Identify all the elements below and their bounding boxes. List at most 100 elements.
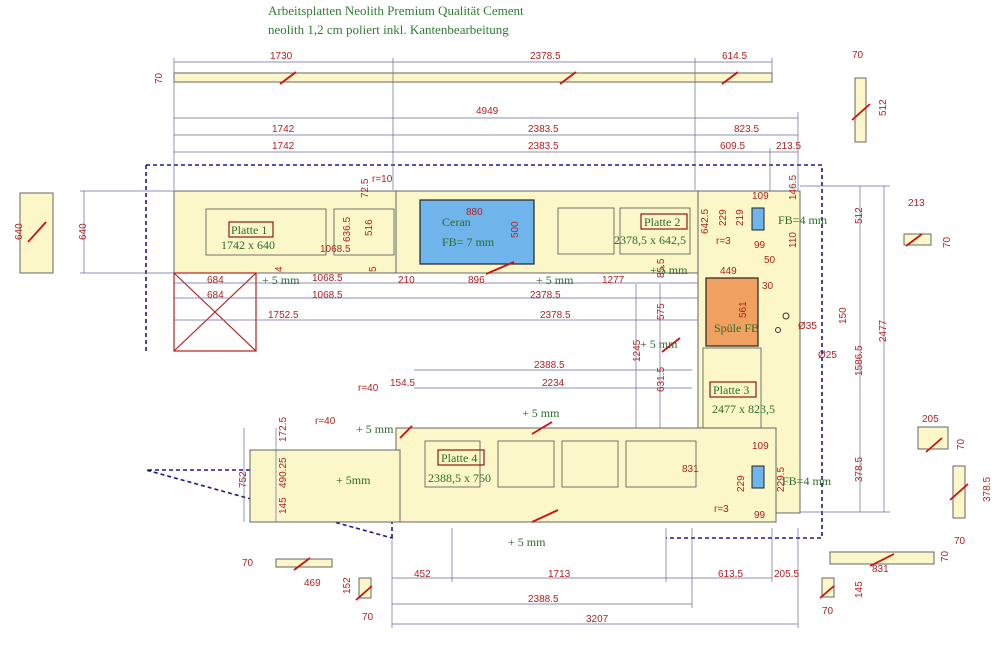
side-piece-145 xyxy=(821,577,835,598)
label-ceran: Ceran xyxy=(442,215,471,229)
label-plus5-d: + 5 mm xyxy=(522,406,560,420)
dim-609: 609.5 xyxy=(720,141,745,152)
dim-2383-a: 2383.5 xyxy=(528,124,559,135)
dim-side-70-h: 70 xyxy=(362,612,374,623)
dim-684-b: 684 xyxy=(207,290,224,301)
dim-500: 500 xyxy=(510,221,521,238)
dim-side-70-g: 70 xyxy=(242,558,254,569)
dim-516: 516 xyxy=(364,219,375,236)
dim-449: 449 xyxy=(720,266,737,277)
dim-2378-top: 2378.5 xyxy=(530,51,561,62)
side-piece-512 xyxy=(854,77,867,143)
dim-110: 110 xyxy=(788,232,799,248)
dim-99-b: 99 xyxy=(754,510,766,521)
dim-229-a: 229 xyxy=(718,209,729,226)
dim-1725: 172.5 xyxy=(278,417,289,442)
dim-150: 150 xyxy=(838,307,849,324)
dim-3785-a: 378.5 xyxy=(854,457,865,482)
dim-6425: 642.5 xyxy=(700,209,711,234)
label-d25: Ø25 xyxy=(818,350,837,361)
dim-210: 210 xyxy=(398,275,415,286)
dim-561: 561 xyxy=(738,301,749,318)
dim-640-b: 640 xyxy=(78,223,89,240)
dim-1277: 1277 xyxy=(602,275,625,286)
dim-896: 896 xyxy=(468,275,485,286)
dim-2383-b: 2383.5 xyxy=(528,141,559,152)
label-r3-bottom: r=3 xyxy=(714,504,729,515)
dim-side-831: 831 xyxy=(872,564,889,575)
dim-side-145: 145 xyxy=(854,581,865,598)
label-platte-3-size: 2477 x 823,5 xyxy=(712,402,775,416)
dim-213: 213.5 xyxy=(776,141,801,152)
dim-823: 823.5 xyxy=(734,124,759,135)
label-spuele: Spüle FB xyxy=(714,321,759,335)
dim-2388-a: 2388.5 xyxy=(534,360,565,371)
dim-6365: 636.5 xyxy=(342,217,353,242)
dim-side-469: 469 xyxy=(304,578,321,589)
dim-2388-b: 2388.5 xyxy=(528,594,559,605)
dim-side-512: 512 xyxy=(878,99,889,116)
dim-side-70-c: 70 xyxy=(956,438,967,450)
dim-725: 72.5 xyxy=(360,178,371,198)
label-d35: Ø35 xyxy=(798,321,817,332)
spuele-sink xyxy=(705,277,759,347)
dim-1752: 1752.5 xyxy=(268,310,299,321)
label-platte-1: Platte 1 xyxy=(231,223,267,237)
label-r10: r=10 xyxy=(372,174,393,185)
label-r40-b: r=40 xyxy=(315,416,336,427)
dim-109-a: 109 xyxy=(752,191,769,202)
platte-1 xyxy=(173,190,397,274)
dim-219: 219 xyxy=(735,209,746,226)
dim-1245: 1245 xyxy=(632,339,643,362)
edge-strip-top xyxy=(173,72,773,83)
dim-831-a: 831 xyxy=(682,464,699,475)
dim-1713: 1713 xyxy=(548,569,571,580)
label-platte-2-size: 2378,5 x 642,5 xyxy=(614,233,686,247)
label-platte-4: Platte 4 xyxy=(441,451,477,465)
dim-229-b: 229 xyxy=(736,475,747,492)
dim-side-152: 152 xyxy=(342,577,353,594)
label-platte-4-size: 2388,5 x 750 xyxy=(428,471,491,485)
dim-2477: 2477 xyxy=(878,319,889,342)
label-r40-a: r=40 xyxy=(358,383,379,394)
side-piece-831 xyxy=(829,551,935,565)
dim-side-70-b: 70 xyxy=(942,236,953,248)
dim-1465: 146.5 xyxy=(788,175,799,200)
side-piece-205 xyxy=(917,426,949,450)
dim-2378-c: 2378.5 xyxy=(540,310,571,321)
dim-3207: 3207 xyxy=(586,614,609,625)
dim-side-70-f: 70 xyxy=(822,606,834,617)
dim-880: 880 xyxy=(466,207,483,218)
label-plus5-h: + 5 mm xyxy=(650,263,688,277)
cutout-top xyxy=(751,207,765,231)
label-plus5-f: + 5 mm xyxy=(508,535,546,549)
label-plus5-a: + 5 mm xyxy=(262,273,300,287)
dim-2295: 229.5 xyxy=(776,467,787,492)
dim-side-70-e: 70 xyxy=(940,550,951,562)
dim-575: 575 xyxy=(656,303,667,320)
dim-1730: 1730 xyxy=(270,51,293,62)
dim-752: 752 xyxy=(238,471,249,488)
dim-1068-b: 1068.5 xyxy=(312,273,343,284)
dim-2055: 205.5 xyxy=(774,569,799,580)
dim-1068-a: 1068.5 xyxy=(320,244,351,255)
dim-50: 50 xyxy=(764,255,776,266)
label-fb4-top: FB=4 mm xyxy=(778,213,828,227)
ceran-cooktop xyxy=(419,199,535,265)
dim-145-a: 145 xyxy=(278,497,289,514)
platte-4-ext xyxy=(249,449,401,523)
label-plus5-g: + 5 mm xyxy=(356,422,394,436)
dim-2234: 2234 xyxy=(542,378,565,389)
dim-1742-a: 1742 xyxy=(272,124,295,135)
side-piece-213 xyxy=(903,233,932,246)
label-r3-top: r=3 xyxy=(716,236,731,247)
dim-2378-b: 2378.5 xyxy=(530,290,561,301)
label-plus5-e: + 5mm xyxy=(336,473,371,487)
dim-1068-c: 1068.5 xyxy=(312,290,343,301)
dim-side-70-a: 70 xyxy=(852,50,864,61)
label-platte-3: Platte 3 xyxy=(713,383,749,397)
dim-109-b: 109 xyxy=(752,441,769,452)
dim-452: 452 xyxy=(414,569,431,580)
dim-30: 30 xyxy=(762,281,774,292)
